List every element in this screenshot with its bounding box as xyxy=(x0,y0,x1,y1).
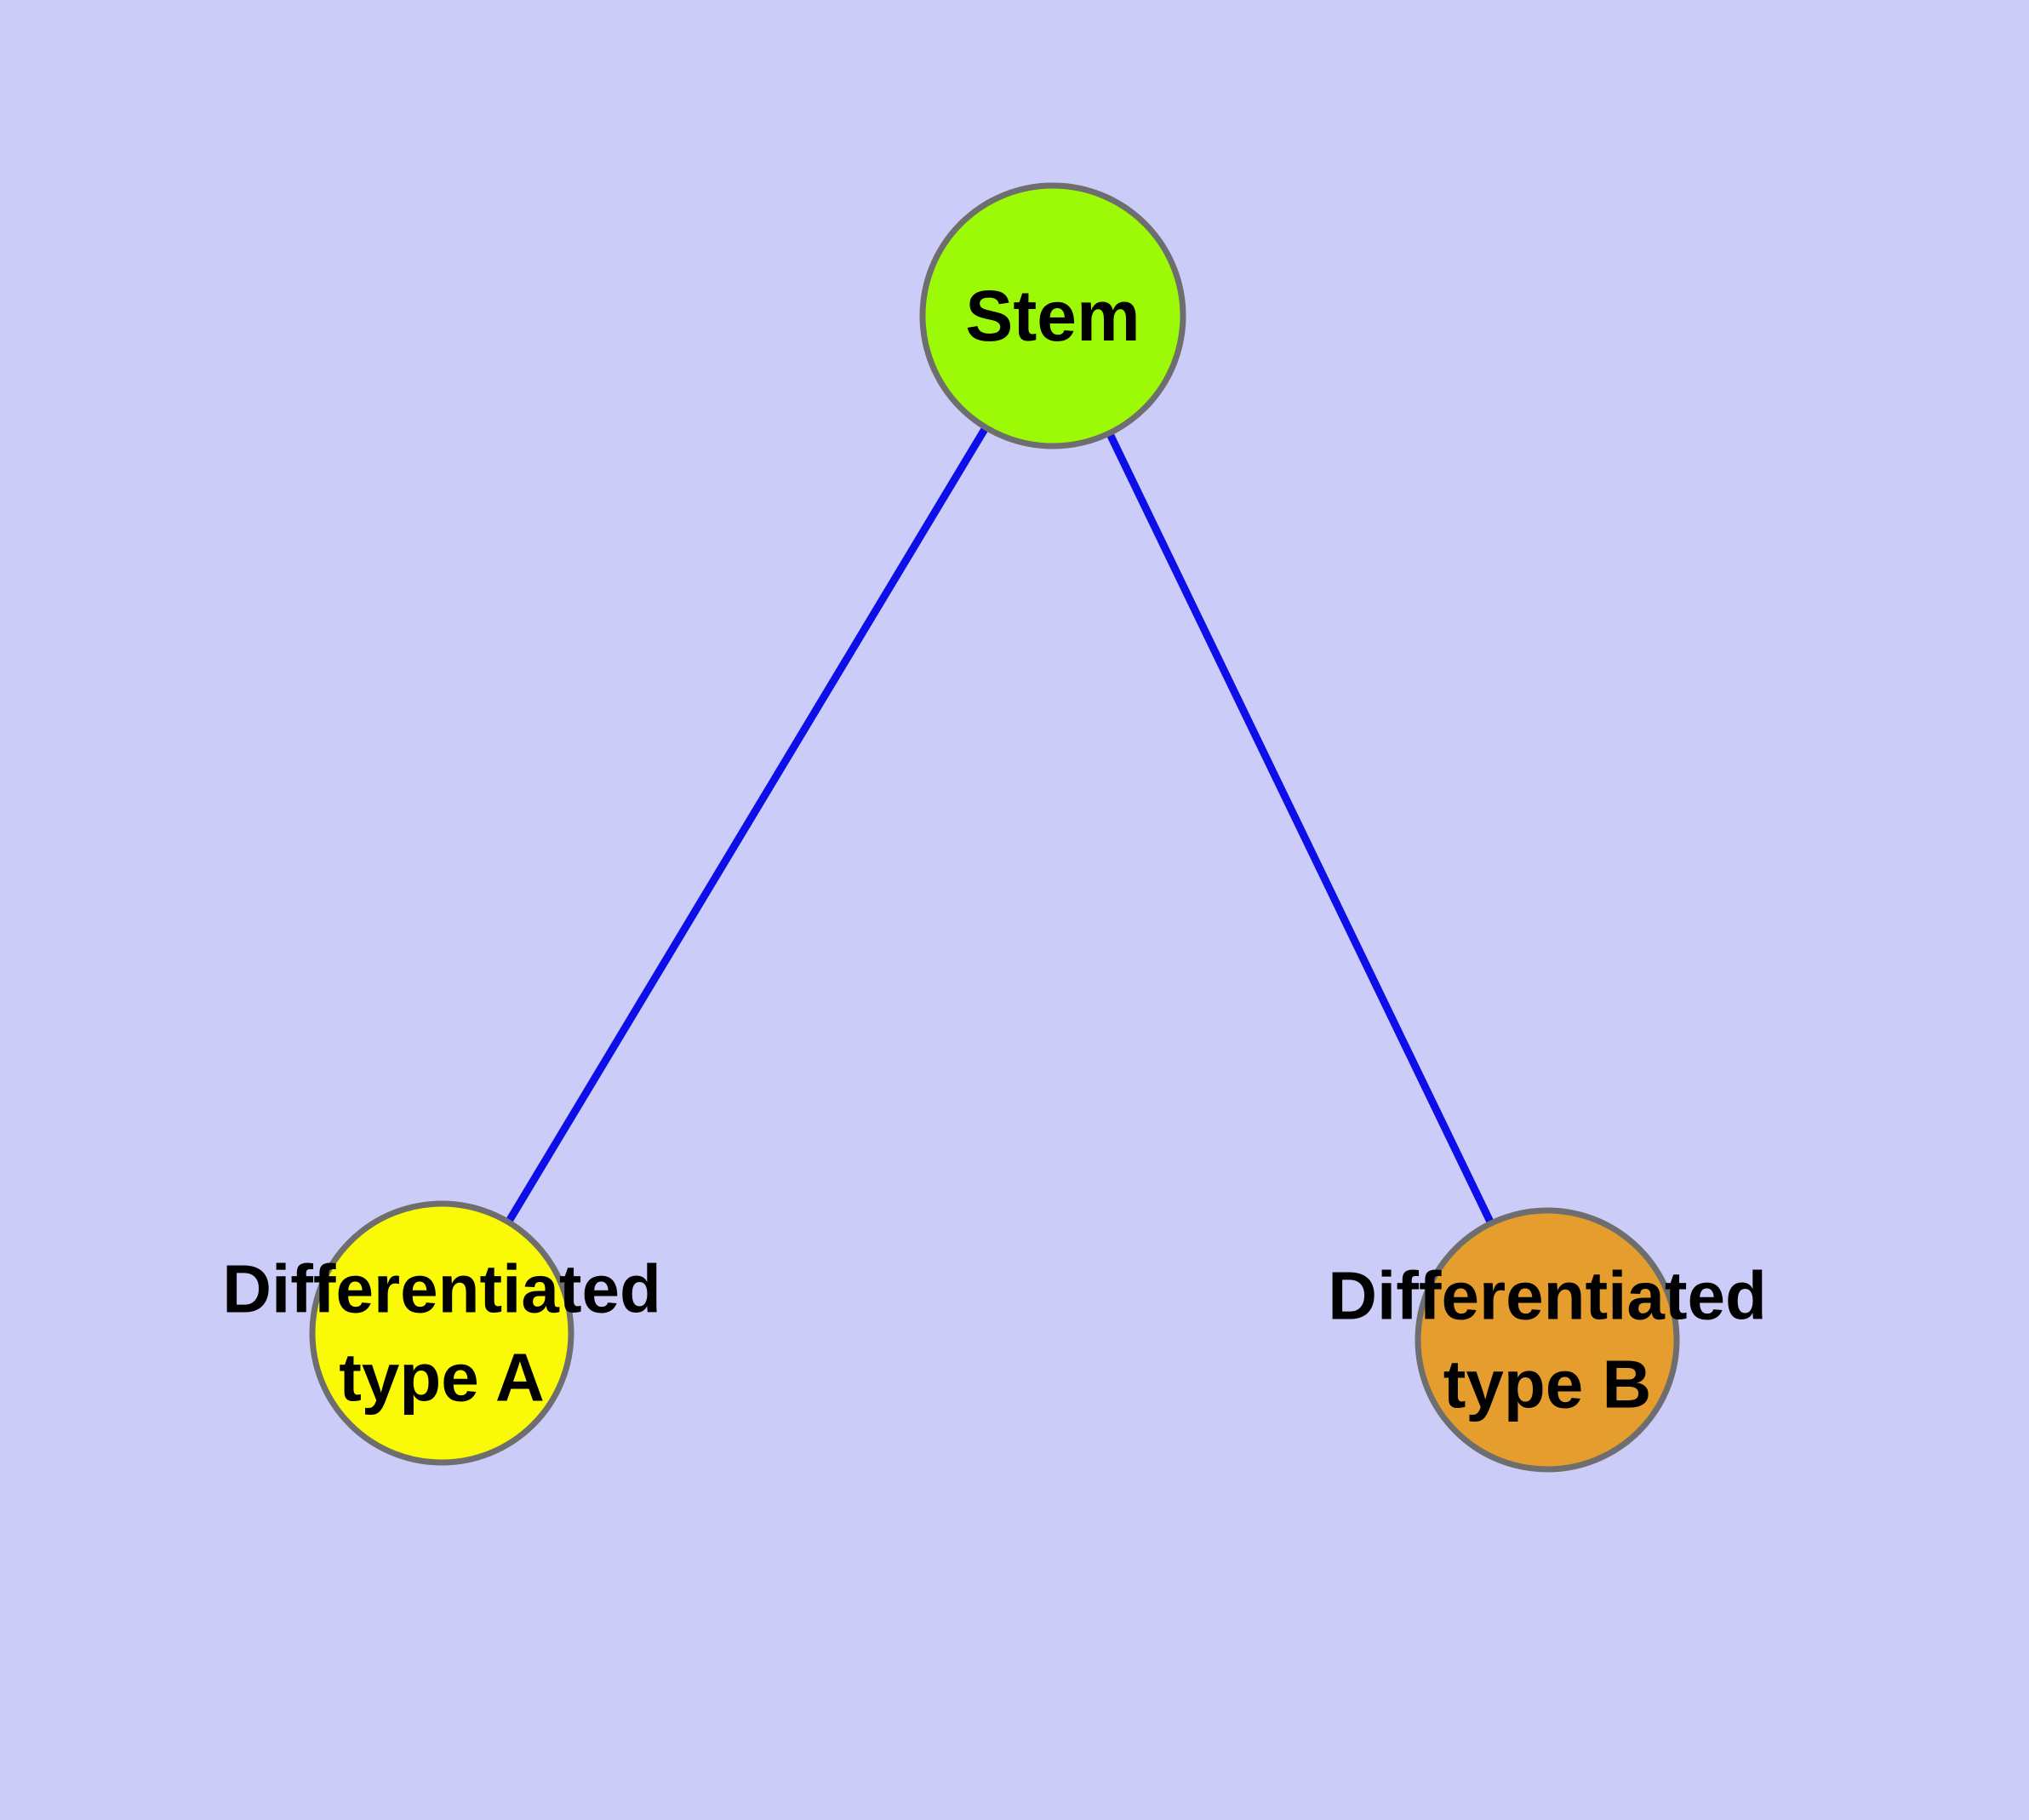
edges-layer xyxy=(438,313,1552,1342)
graph-node-diff_a[interactable]: Differentiated type A xyxy=(222,1200,661,1466)
node-label-diff_b-line2: type B xyxy=(1443,1347,1652,1422)
node-circle-stem[interactable] xyxy=(919,182,1186,449)
node-circle-diff_b[interactable] xyxy=(1415,1207,1680,1473)
graph-node-diff_b[interactable]: Differentiated type B xyxy=(1328,1207,1767,1473)
graph-node-stem[interactable]: Stem xyxy=(919,182,1186,449)
graph-edge-stem-diff_a[interactable] xyxy=(438,313,1056,1336)
node-label-diff_b-line1: Differentiated xyxy=(1328,1258,1767,1334)
node-label-diff_a-line1: Differentiated xyxy=(222,1251,661,1327)
node-label-stem-line1: Stem xyxy=(965,276,1140,356)
node-circle-diff_a[interactable] xyxy=(309,1200,574,1466)
graph-edge-stem-diff_b[interactable] xyxy=(1049,314,1552,1342)
node-label-diff_a-line2: type A xyxy=(339,1340,545,1416)
